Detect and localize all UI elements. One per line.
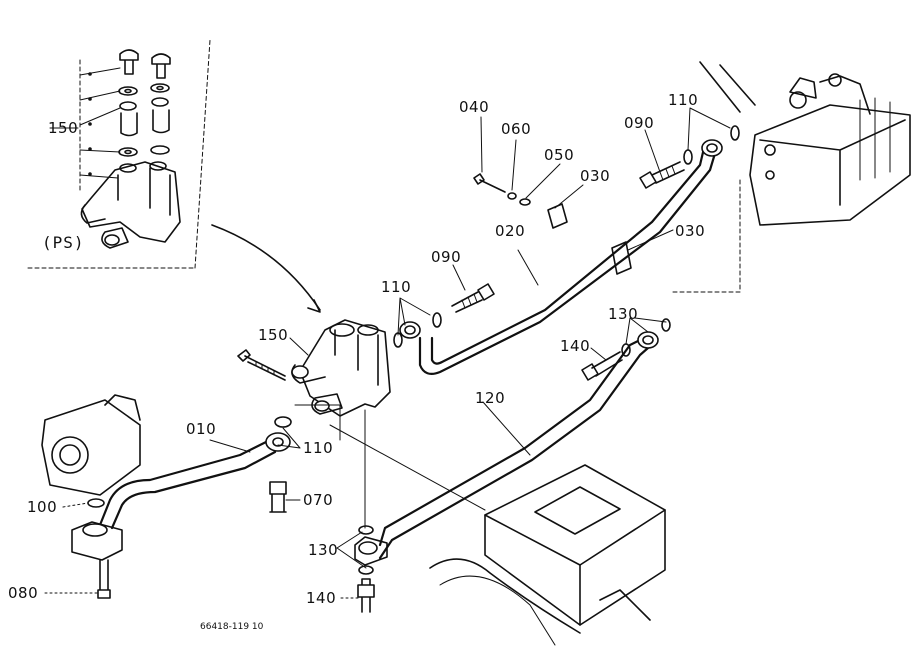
drawing-number: 66418-119 10 — [200, 622, 264, 632]
transmission-box — [429, 464, 666, 646]
pipe-020 — [393, 125, 740, 375]
callout-080: 080 — [8, 584, 38, 602]
callout-100: 100 — [27, 498, 57, 516]
callout-050: 050 — [544, 146, 574, 164]
callout-010: 010 — [186, 420, 216, 438]
callout-150: 150 — [258, 326, 288, 344]
inset-callout-150: 150 — [48, 119, 78, 137]
callout-040: 040 — [459, 98, 489, 116]
callout-060: 060 — [501, 120, 531, 138]
callout-090-upper: 090 — [624, 114, 654, 132]
arrow-to-valve — [211, 224, 321, 311]
callout-110-lower: 110 — [303, 439, 333, 457]
callout-130-lower: 130 — [308, 541, 338, 559]
inset-ps-detail: (PS) 150 — [27, 39, 211, 269]
callout-140-lower: 140 — [306, 589, 336, 607]
pump-unit — [669, 61, 911, 293]
callout-090-lower: 090 — [431, 248, 461, 266]
callout-110-upper: 110 — [668, 91, 698, 109]
callout-030-upper: 030 — [580, 167, 610, 185]
callout-020: 020 — [495, 222, 525, 240]
callout-leaders — [44, 107, 731, 599]
callout-070: 070 — [303, 491, 333, 509]
valve-assembly — [237, 319, 391, 417]
pipe-120 — [354, 318, 671, 613]
callout-110-middle: 110 — [381, 278, 411, 296]
pipe-010 — [41, 394, 292, 599]
callout-120: 120 — [475, 389, 505, 407]
callout-030-lower: 030 — [675, 222, 705, 240]
callout-140-upper: 140 — [560, 337, 590, 355]
callout-130-upper: 130 — [608, 305, 638, 323]
inset-label: (PS) — [42, 233, 85, 252]
